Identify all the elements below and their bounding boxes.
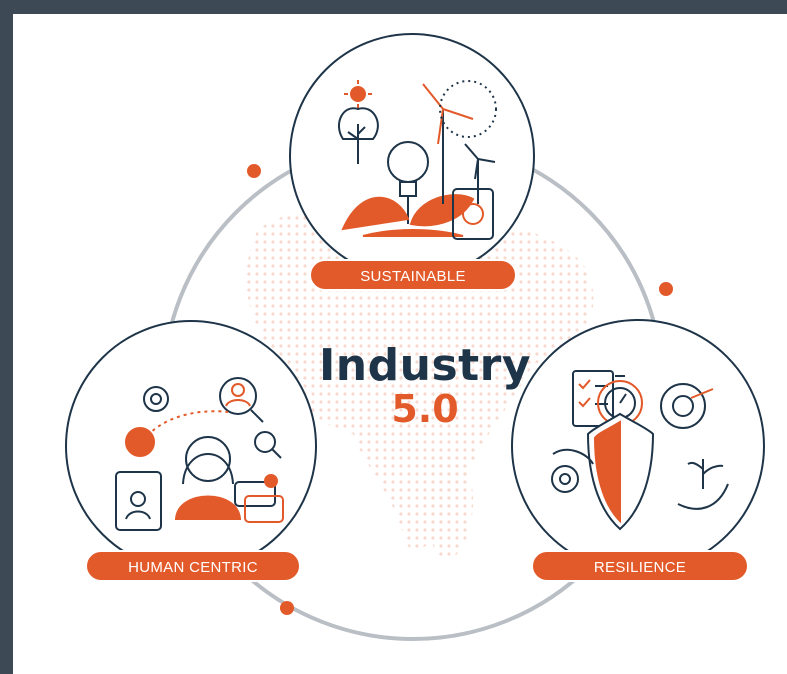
wind-turbine-icon (422, 80, 497, 204)
recycle-barrel-icon (452, 188, 494, 240)
sustainable-icon-group (338, 80, 497, 240)
pill-sustainable: SUSTAINABLE (309, 259, 517, 291)
search-magnifier-icon (254, 431, 282, 459)
lightbulb-plant-icon (341, 141, 475, 237)
diagram-art (65, 33, 765, 641)
infographic: Industry 5.0 SUSTAINABLE HUMAN CENTRIC R… (13, 14, 787, 674)
sun-icon (344, 80, 372, 108)
ring-dot (659, 282, 673, 296)
hand-plant-icon (677, 459, 729, 510)
shield-icon (586, 412, 655, 531)
chat-bubbles-icon (234, 474, 284, 523)
connector-node (125, 427, 155, 457)
title-version: 5.0 (391, 387, 459, 431)
ring-dot (280, 601, 294, 615)
tree-icon (338, 107, 379, 164)
title-word: Industry (318, 340, 532, 391)
gear-icon (551, 465, 579, 493)
hand-icon (552, 448, 594, 465)
user-search-icon (219, 377, 264, 423)
world-map-background (246, 206, 594, 560)
gear-icon (143, 386, 169, 412)
woman-avatar-icon (174, 436, 242, 520)
ring-dot (247, 164, 261, 178)
sustainable-circle (289, 33, 535, 279)
pill-human-centric: HUMAN CENTRIC (85, 550, 301, 582)
human-centric-icon-group (115, 377, 284, 531)
pill-resilience: RESILIENCE (531, 550, 749, 582)
target-icon (660, 383, 714, 429)
id-card-icon (115, 471, 162, 531)
resilience-icon-group (551, 370, 729, 531)
